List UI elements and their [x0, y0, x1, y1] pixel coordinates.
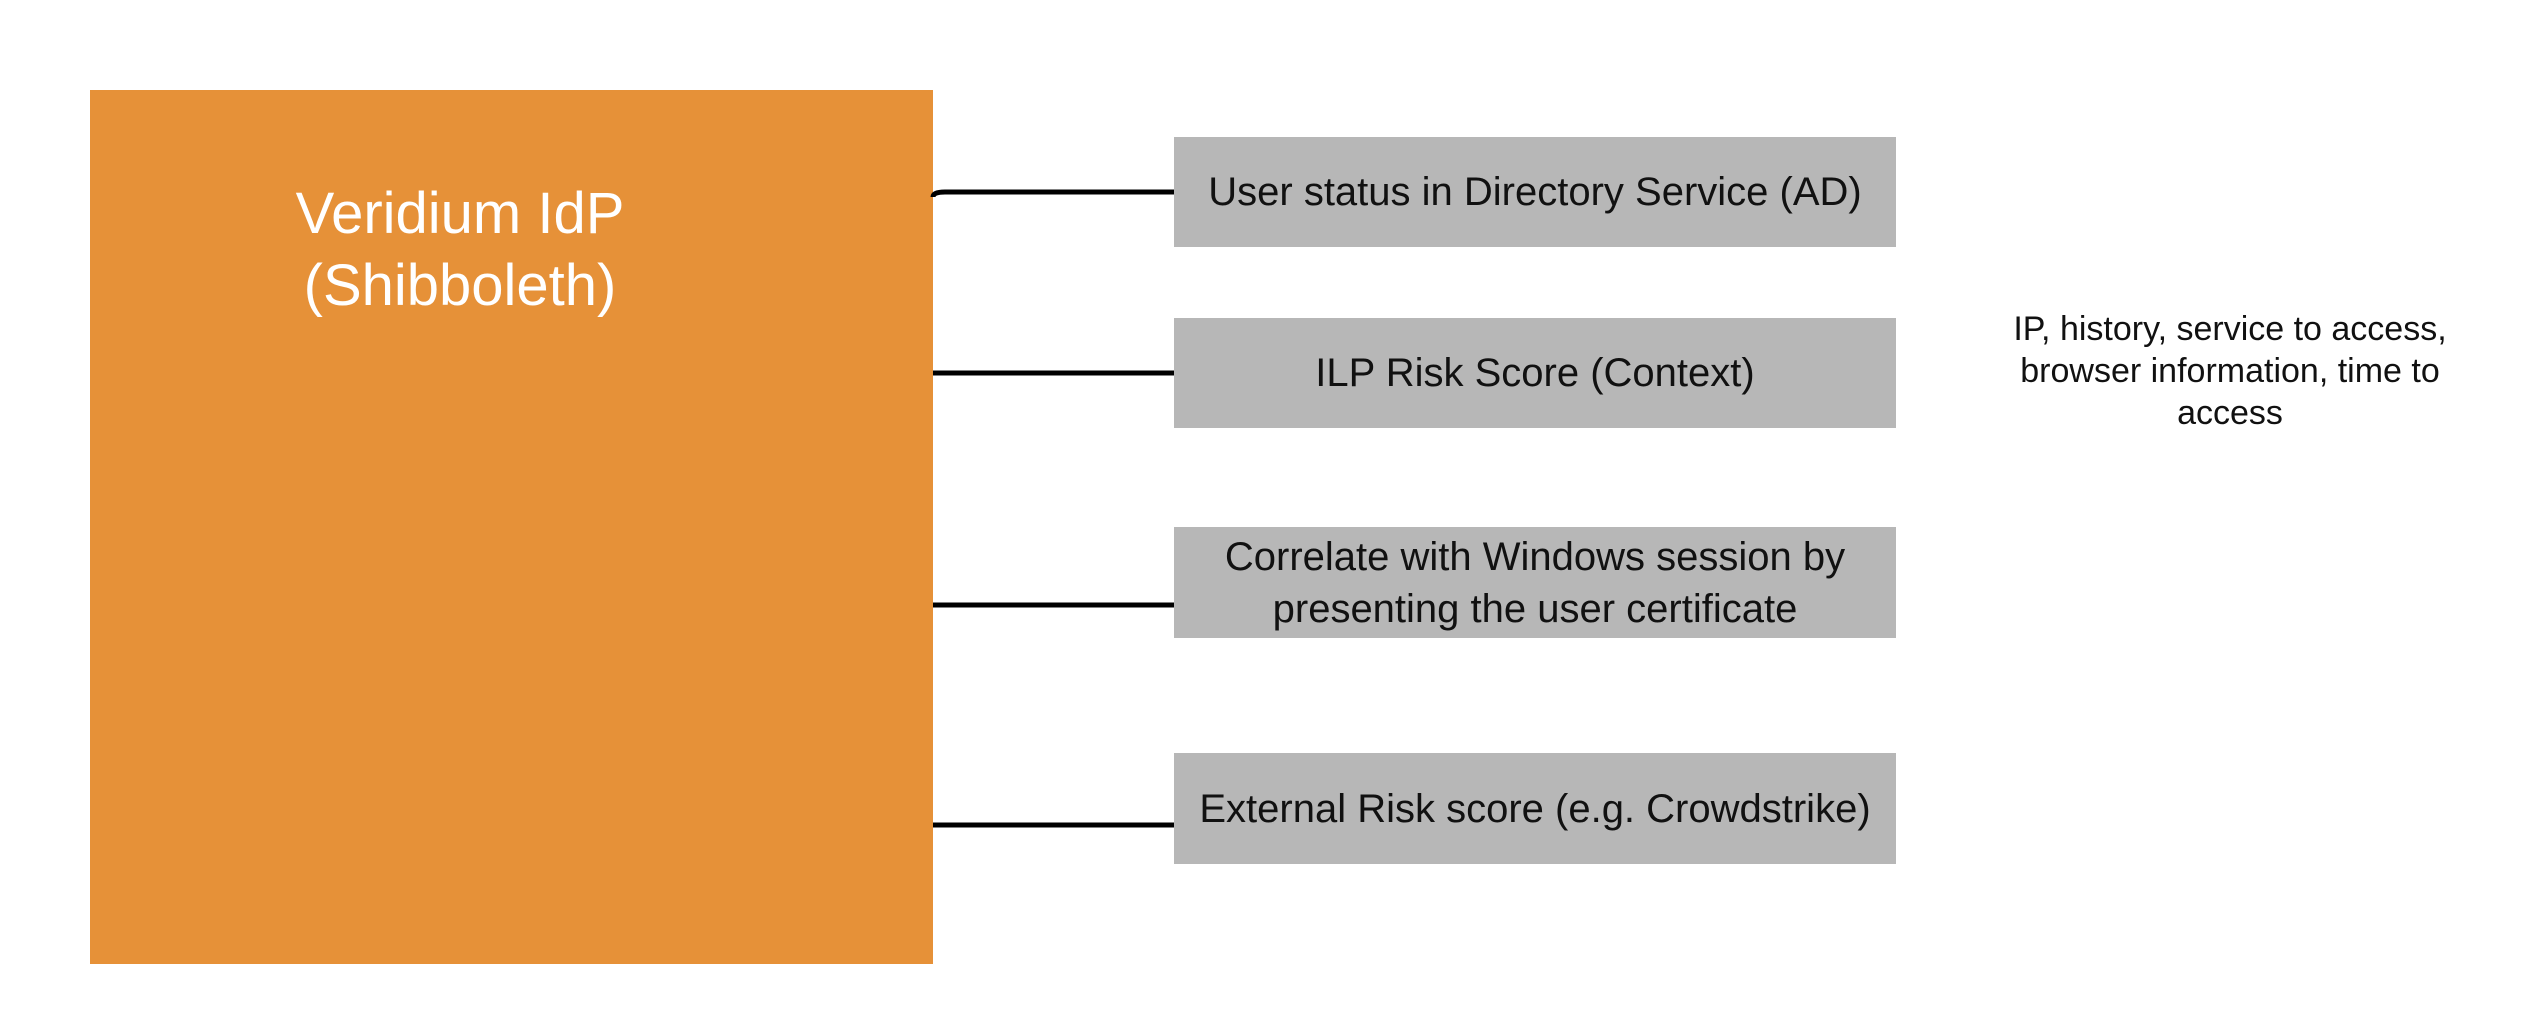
veridium-idp-title: Veridium IdP (Shibboleth) — [90, 178, 830, 322]
box-windows-session-line-1: Correlate with Windows session by — [1224, 534, 1846, 579]
connector-user-status — [930, 189, 1174, 198]
context-note: IP, history, service to access, browser … — [2013, 310, 2447, 432]
box-external-risk-label: External Risk score (e.g. Crowdstrike) — [1199, 786, 1871, 831]
veridium-idp-box — [90, 90, 933, 964]
box-user-status: User status in Directory Service (AD) — [1174, 137, 1896, 247]
title-line-1: Veridium IdP — [295, 181, 625, 246]
box-user-status-label: User status in Directory Service (AD) — [1208, 170, 1862, 214]
box-windows-session-line-2: presenting the user certificate — [1272, 586, 1798, 631]
box-external-risk: External Risk score (e.g. Crowdstrike) — [1174, 753, 1896, 864]
box-ilp-risk-score-label: ILP Risk Score (Context) — [1315, 351, 1755, 395]
title-line-2: (Shibboleth) — [303, 253, 617, 318]
box-windows-session: Correlate with Windows session by presen… — [1174, 527, 1896, 638]
box-ilp-risk-score: ILP Risk Score (Context) — [1174, 318, 1896, 428]
